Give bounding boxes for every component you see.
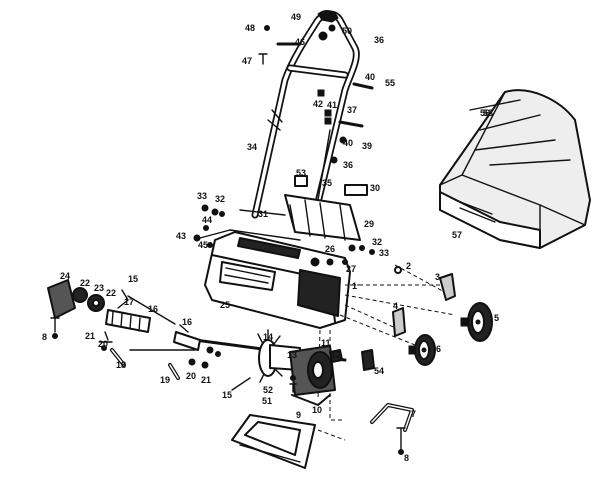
- label-part-33: 33: [197, 191, 207, 201]
- label-part-40: 40: [365, 72, 375, 82]
- rear-flap-bracket: [229, 175, 368, 241]
- housing-fasteners: [193, 204, 375, 265]
- label-part-11: 11: [321, 338, 331, 348]
- label-part-53: 53: [296, 168, 306, 178]
- label-part-24: 24: [60, 271, 70, 281]
- label-part-9: 9: [296, 410, 301, 420]
- grass-catcher-bag: [439, 89, 591, 249]
- label-part-40: 40: [343, 138, 353, 148]
- handle-assembly: [251, 10, 374, 219]
- label-part-36: 36: [374, 35, 384, 45]
- front-wheel: [408, 334, 436, 366]
- label-part-33: 33: [379, 248, 389, 258]
- label-part-7: 7: [411, 409, 416, 419]
- label-part-26: 26: [325, 244, 335, 254]
- label-part-57: 57: [452, 230, 462, 240]
- label-part-52: 52: [263, 385, 273, 395]
- label-part-22: 22: [80, 278, 90, 288]
- label-part-12: 12: [331, 350, 341, 360]
- label-part-56: 56: [480, 108, 490, 118]
- label-part-20: 20: [186, 371, 196, 381]
- label-part-20: 20: [98, 339, 108, 349]
- label-part-36: 36: [343, 160, 353, 170]
- label-part-15: 15: [222, 390, 232, 400]
- tine-rotor: [257, 329, 301, 383]
- rear-wheel: [460, 302, 493, 342]
- handle-fasteners: [258, 25, 302, 65]
- label-part-27: 27: [346, 264, 356, 274]
- label-part-4: 4: [393, 301, 398, 311]
- label-part-16: 16: [182, 317, 192, 327]
- bottom-guard: [231, 414, 346, 469]
- label-part-46: 46: [295, 37, 305, 47]
- label-part-6: 6: [436, 344, 441, 354]
- label-part-32: 32: [372, 237, 382, 247]
- label-part-47: 47: [242, 56, 252, 66]
- label-part-17: 17: [124, 297, 134, 307]
- main-housing: [204, 231, 351, 329]
- bracket-7: [370, 403, 414, 455]
- label-part-22: 22: [106, 288, 116, 298]
- label-part-8: 8: [42, 332, 47, 342]
- label-part-54: 54: [374, 366, 384, 376]
- label-part-34: 34: [247, 142, 257, 152]
- label-part-39: 39: [362, 141, 372, 151]
- label-part-21: 21: [201, 375, 211, 385]
- label-part-42: 42: [313, 99, 323, 109]
- label-part-21: 21: [85, 331, 95, 341]
- label-part-2: 2: [406, 261, 411, 271]
- label-part-55: 55: [385, 78, 395, 88]
- shaft-assembly: [193, 329, 347, 406]
- label-part-14: 14: [263, 332, 273, 342]
- label-part-51: 51: [262, 396, 272, 406]
- label-part-44: 44: [202, 215, 212, 225]
- label-part-30: 30: [370, 183, 380, 193]
- label-part-35: 35: [322, 178, 332, 188]
- right-side-parts: [361, 266, 493, 371]
- label-part-29: 29: [364, 219, 374, 229]
- label-part-41: 41: [327, 100, 337, 110]
- label-part-16: 16: [148, 304, 158, 314]
- label-part-23: 23: [94, 283, 104, 293]
- label-part-15: 15: [128, 274, 138, 284]
- label-part-8: 8: [404, 453, 409, 463]
- label-part-25: 25: [220, 300, 230, 310]
- label-part-37: 37: [347, 105, 357, 115]
- label-part-5: 5: [494, 313, 499, 323]
- left-side-parts: [47, 279, 221, 380]
- label-part-48: 48: [245, 23, 255, 33]
- label-part-18: 18: [116, 360, 126, 370]
- label-part-10: 10: [312, 405, 322, 415]
- part-number-labels: 1 2 3 4 5 6 7 8 8 9 10 11 12 13 14 15 15…: [42, 12, 499, 463]
- label-part-13: 13: [287, 350, 297, 360]
- label-part-32: 32: [215, 194, 225, 204]
- label-part-19: 19: [160, 375, 170, 385]
- label-part-49: 49: [291, 12, 301, 22]
- label-part-3: 3: [435, 272, 440, 282]
- label-part-58: 58: [483, 108, 493, 118]
- label-part-45: 45: [198, 240, 208, 250]
- label-part-1: 1: [352, 281, 357, 291]
- label-part-31: 31: [258, 209, 268, 219]
- label-part-43: 43: [176, 231, 186, 241]
- label-part-50: 50: [342, 26, 352, 36]
